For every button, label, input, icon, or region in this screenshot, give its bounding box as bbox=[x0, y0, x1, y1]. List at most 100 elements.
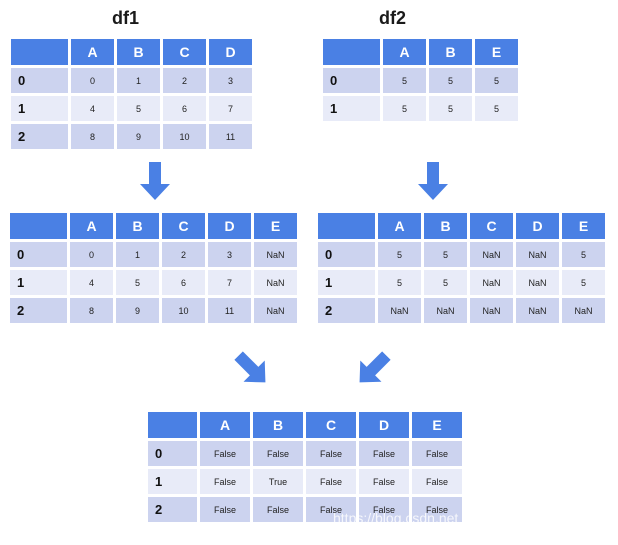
corner-header-cell bbox=[11, 39, 68, 65]
data-cell: 4 bbox=[70, 270, 113, 295]
data-cell: 8 bbox=[70, 298, 113, 323]
row-index-cell: 1 bbox=[323, 96, 380, 121]
column-header-cell: C bbox=[470, 213, 513, 239]
df1-title: df1 bbox=[112, 8, 139, 28]
data-cell: 10 bbox=[163, 124, 206, 149]
data-cell: 9 bbox=[116, 298, 159, 323]
data-cell: 3 bbox=[209, 68, 252, 93]
data-cell: 11 bbox=[209, 124, 252, 149]
data-cell: 5 bbox=[429, 68, 472, 93]
arrow-diagonal-down-right-icon bbox=[228, 345, 276, 393]
data-cell: 6 bbox=[162, 270, 205, 295]
column-header-cell: B bbox=[253, 412, 303, 438]
data-cell: NaN bbox=[254, 242, 297, 267]
data-cell: False bbox=[306, 497, 356, 522]
data-cell: NaN bbox=[516, 298, 559, 323]
column-header-cell: B bbox=[117, 39, 160, 65]
data-cell: 4 bbox=[71, 96, 114, 121]
row-index-cell: 0 bbox=[323, 68, 380, 93]
corner-header-cell bbox=[10, 213, 67, 239]
row-index-cell: 2 bbox=[318, 298, 375, 323]
column-header-cell: A bbox=[71, 39, 114, 65]
data-cell: 5 bbox=[475, 68, 518, 93]
data-cell: 5 bbox=[116, 270, 159, 295]
data-cell: False bbox=[200, 469, 250, 494]
data-cell: 10 bbox=[162, 298, 205, 323]
corner-header-cell bbox=[323, 39, 380, 65]
data-cell: 11 bbox=[208, 298, 251, 323]
arrow-down-right-icon bbox=[418, 162, 448, 200]
column-header-cell: E bbox=[254, 213, 297, 239]
row-index-cell: 0 bbox=[10, 242, 67, 267]
data-cell: 0 bbox=[71, 68, 114, 93]
data-cell: False bbox=[306, 469, 356, 494]
row-index-cell: 1 bbox=[318, 270, 375, 295]
data-cell: 5 bbox=[117, 96, 160, 121]
data-cell: 5 bbox=[562, 270, 605, 295]
row-index-cell: 2 bbox=[11, 124, 68, 149]
column-header-cell: B bbox=[116, 213, 159, 239]
column-header-cell: D bbox=[209, 39, 252, 65]
column-header-cell: B bbox=[429, 39, 472, 65]
data-cell: 8 bbox=[71, 124, 114, 149]
row-index-cell: 0 bbox=[11, 68, 68, 93]
column-header-cell: D bbox=[208, 213, 251, 239]
data-cell: NaN bbox=[254, 270, 297, 295]
data-cell: 3 bbox=[208, 242, 251, 267]
data-cell: False bbox=[253, 441, 303, 466]
data-cell: NaN bbox=[516, 242, 559, 267]
column-header-cell: E bbox=[412, 412, 462, 438]
corner-header-cell bbox=[318, 213, 375, 239]
data-cell: 1 bbox=[116, 242, 159, 267]
data-cell: 5 bbox=[424, 270, 467, 295]
row-index-cell: 1 bbox=[10, 270, 67, 295]
row-index-cell: 2 bbox=[10, 298, 67, 323]
data-cell: NaN bbox=[470, 242, 513, 267]
data-cell: NaN bbox=[516, 270, 559, 295]
data-cell: 0 bbox=[70, 242, 113, 267]
column-header-cell: A bbox=[378, 213, 421, 239]
data-cell: False bbox=[200, 441, 250, 466]
data-cell: 5 bbox=[475, 96, 518, 121]
data-cell: NaN bbox=[378, 298, 421, 323]
data-cell: False bbox=[359, 441, 409, 466]
corner-header-cell bbox=[148, 412, 197, 438]
column-header-cell: E bbox=[475, 39, 518, 65]
data-cell: False bbox=[200, 497, 250, 522]
column-header-cell: E bbox=[562, 213, 605, 239]
row-index-cell: 0 bbox=[148, 441, 197, 466]
column-header-cell: D bbox=[516, 213, 559, 239]
data-cell: 5 bbox=[383, 96, 426, 121]
row-index-cell: 0 bbox=[318, 242, 375, 267]
data-cell: False bbox=[359, 469, 409, 494]
data-cell: NaN bbox=[470, 270, 513, 295]
data-cell: 9 bbox=[117, 124, 160, 149]
row-index-cell: 2 bbox=[148, 497, 197, 522]
data-cell: 5 bbox=[383, 68, 426, 93]
data-cell: 5 bbox=[424, 242, 467, 267]
row-index-cell: 1 bbox=[148, 469, 197, 494]
column-header-cell: A bbox=[200, 412, 250, 438]
arrow-down-left-icon bbox=[140, 162, 170, 200]
column-header-cell: B bbox=[424, 213, 467, 239]
data-cell: 5 bbox=[562, 242, 605, 267]
data-cell: False bbox=[359, 497, 409, 522]
column-header-cell: A bbox=[383, 39, 426, 65]
watermark-text: https://blog.csdn.net bbox=[333, 510, 459, 526]
data-cell: NaN bbox=[470, 298, 513, 323]
column-header-cell: C bbox=[162, 213, 205, 239]
data-cell: 2 bbox=[162, 242, 205, 267]
data-cell: 5 bbox=[429, 96, 472, 121]
column-header-cell: C bbox=[163, 39, 206, 65]
row-index-cell: 1 bbox=[11, 96, 68, 121]
data-cell: 5 bbox=[378, 270, 421, 295]
column-header-cell: D bbox=[359, 412, 409, 438]
data-cell: 7 bbox=[209, 96, 252, 121]
df2-title: df2 bbox=[379, 8, 406, 28]
data-cell: NaN bbox=[254, 298, 297, 323]
column-header-cell: C bbox=[306, 412, 356, 438]
data-cell: True bbox=[253, 469, 303, 494]
